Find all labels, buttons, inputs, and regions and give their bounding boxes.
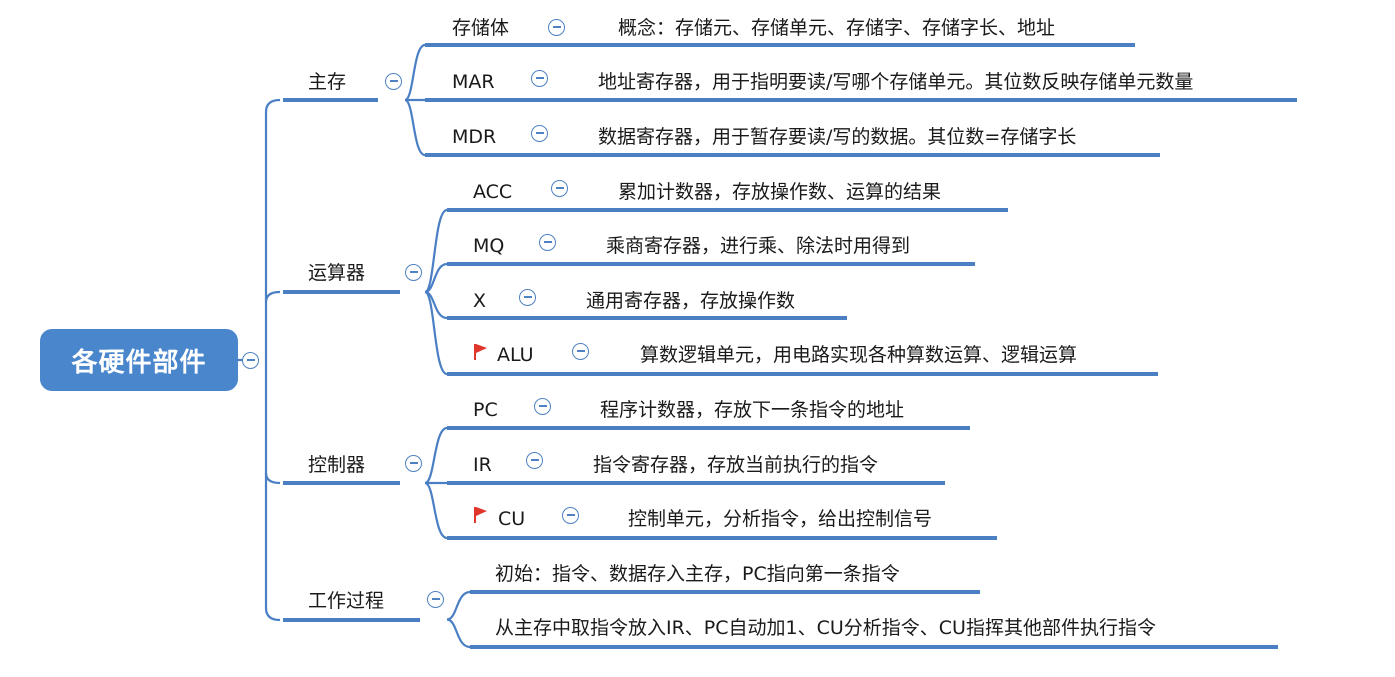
node-ir[interactable]: IR (473, 454, 492, 476)
root-node-label: 各硬件部件 (71, 347, 207, 378)
branch-main-memory[interactable]: 主存 (308, 71, 347, 93)
collapse-icon[interactable] (519, 289, 536, 306)
connector-curve (423, 290, 448, 376)
collapse-icon[interactable] (572, 343, 589, 360)
branch-work-process[interactable]: 工作过程 (308, 590, 385, 612)
connector-curve (404, 43, 426, 102)
branch-alu-unit[interactable]: 运算器 (308, 262, 366, 284)
collapse-icon[interactable] (385, 73, 402, 90)
connector-curve (424, 481, 448, 540)
desc-mdr: 数据寄存器，用于暂存要读/写的数据。其位数=存储字长 (598, 126, 1077, 148)
collapse-icon[interactable] (534, 398, 551, 415)
red-flag-icon (474, 344, 487, 360)
connector-curve (424, 262, 448, 294)
collapse-icon[interactable] (405, 455, 422, 472)
connector-curve (424, 426, 448, 485)
collapse-icon[interactable] (242, 352, 259, 369)
step-initial: 初始：指令、数据存入主存，PC指向第一条指令 (495, 563, 900, 585)
collapse-icon[interactable] (531, 70, 548, 87)
step-execute: 从主存中取指令放入IR、PC自动加1、CU分析指令、CU指挥其他部件执行指令 (495, 617, 1156, 639)
desc-acc: 累加计数器，存放操作数、运算的结果 (618, 181, 942, 203)
desc-alu: 算数逻辑单元，用电路实现各种算数运算、逻辑运算 (640, 344, 1078, 366)
collapse-icon[interactable] (551, 180, 568, 197)
collapse-icon[interactable] (526, 452, 543, 469)
branch-controller[interactable]: 控制器 (308, 454, 366, 476)
node-cu[interactable]: CU (498, 508, 526, 530)
desc-x: 通用寄存器，存放操作数 (586, 290, 796, 312)
node-alu[interactable]: ALU (497, 344, 534, 366)
desc-mar: 地址寄存器，用于指明要读/写哪个存储单元。其位数反映存储单元数量 (598, 71, 1194, 93)
red-flag-icon (474, 507, 487, 523)
desc-cu: 控制单元，分析指令，给出控制信号 (628, 508, 933, 530)
node-storage-body[interactable]: 存储体 (452, 17, 510, 39)
desc-mq: 乘商寄存器，进行乘、除法时用得到 (606, 235, 911, 257)
collapse-icon[interactable] (539, 234, 556, 251)
collapse-icon[interactable] (427, 591, 444, 608)
node-pc[interactable]: PC (473, 399, 498, 421)
node-mdr[interactable]: MDR (452, 126, 497, 148)
node-x[interactable]: X (473, 290, 487, 312)
collapse-icon[interactable] (548, 19, 565, 36)
connector-corner (264, 290, 281, 303)
connector-corner (264, 472, 281, 485)
connector-corner (264, 607, 281, 622)
desc-ir: 指令寄存器，存放当前执行的指令 (593, 454, 879, 476)
connector-corner (264, 98, 281, 113)
connector-curve (404, 98, 426, 157)
collapse-icon[interactable] (531, 125, 548, 142)
collapse-icon[interactable] (562, 507, 579, 524)
connector-curve (446, 590, 471, 621)
connector-curve (446, 618, 471, 649)
collapse-icon[interactable] (405, 264, 422, 281)
root-node[interactable]: 各硬件部件 (40, 329, 238, 391)
desc-pc: 程序计数器，存放下一条指令的地址 (600, 399, 905, 421)
node-mar[interactable]: MAR (452, 71, 495, 93)
desc-storage-body: 概念：存储元、存储单元、存储字、存储字长、地址 (618, 17, 1056, 39)
node-mq[interactable]: MQ (473, 235, 505, 257)
node-acc[interactable]: ACC (473, 181, 513, 203)
connector-curve (423, 208, 448, 294)
